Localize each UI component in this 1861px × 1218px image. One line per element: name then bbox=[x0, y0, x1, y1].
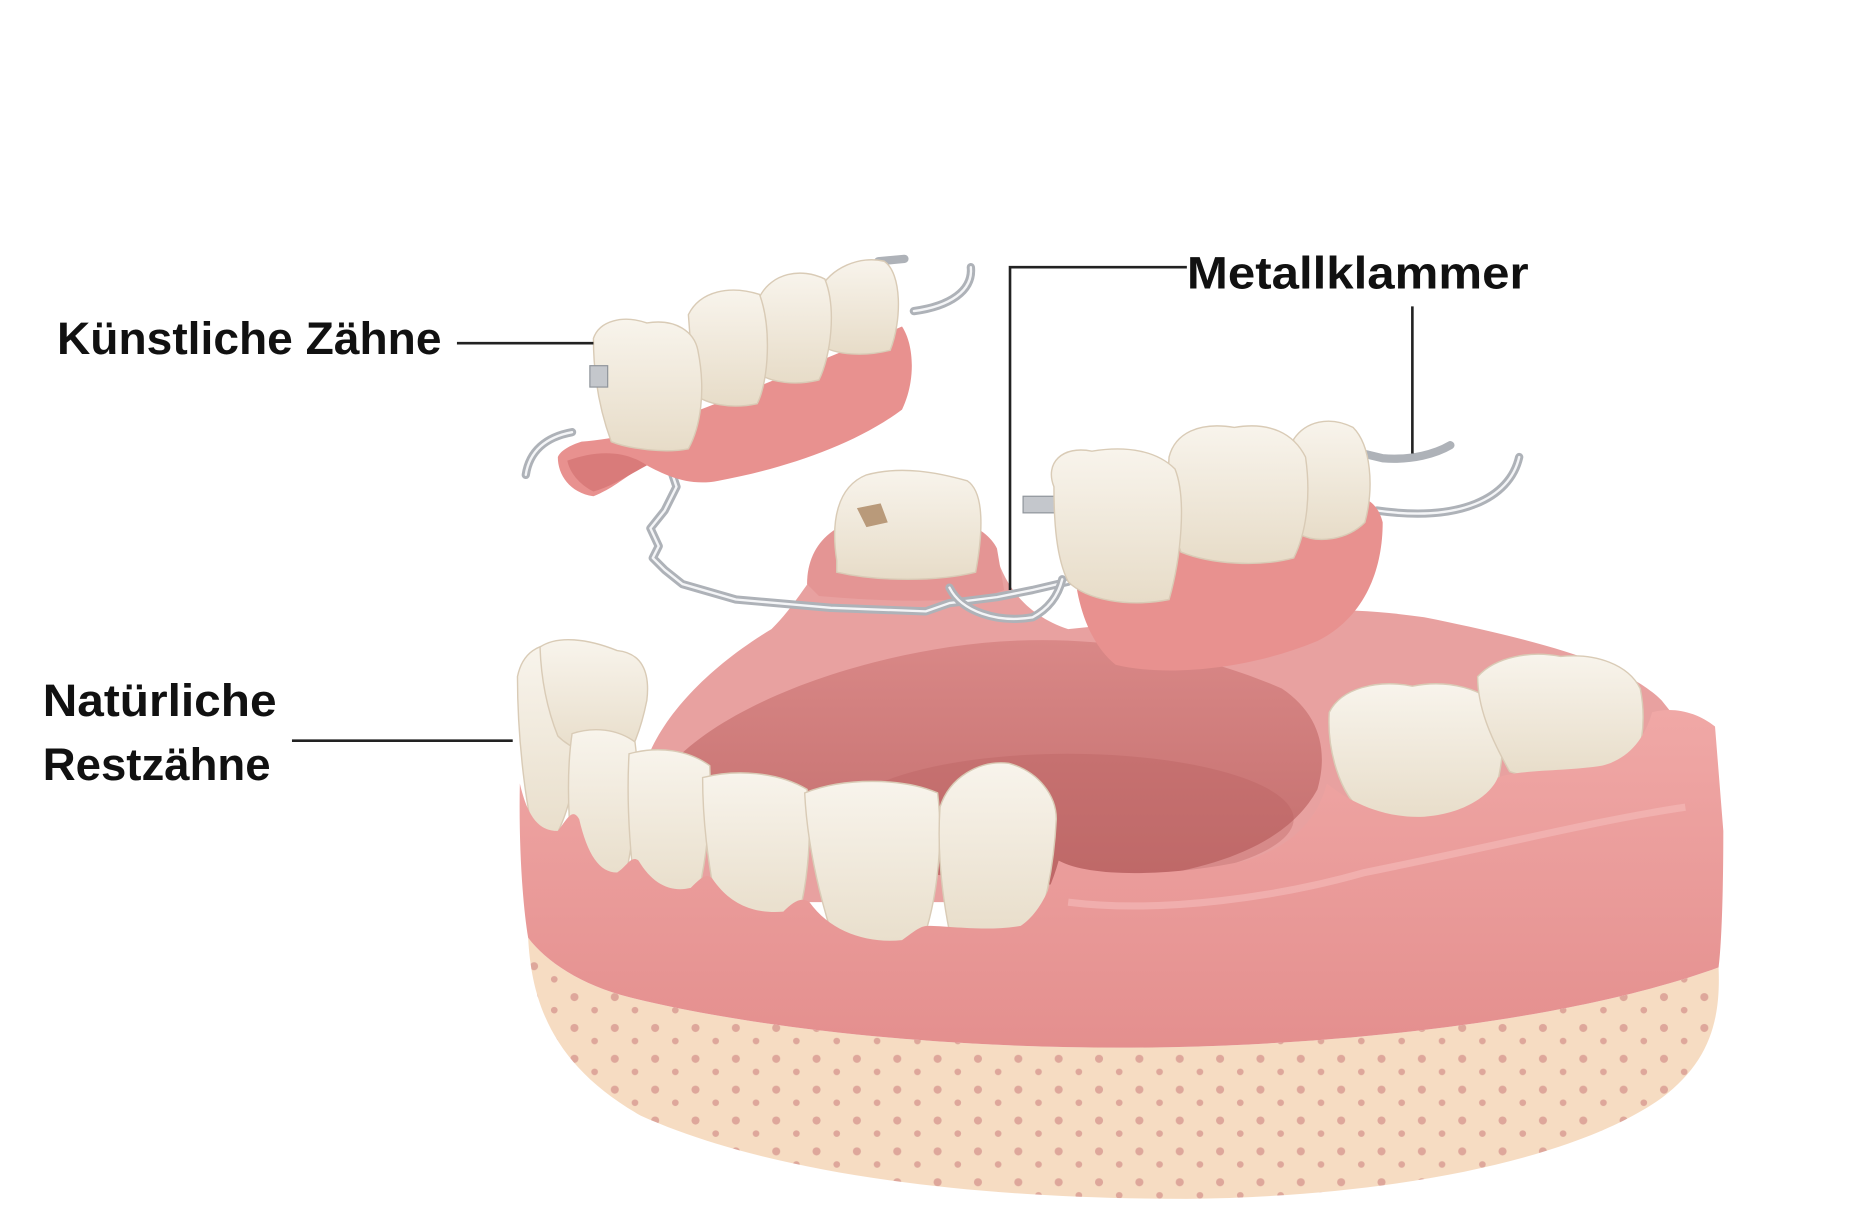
diagram-labels: Künstliche Zähne Metallklammer Natürlich… bbox=[43, 248, 1529, 790]
label-natural-teeth-line1: Natürliche bbox=[43, 675, 277, 726]
right-denture-section bbox=[1022, 420, 1524, 671]
gum-highlight bbox=[1067, 803, 1686, 910]
occlusal-rest bbox=[589, 365, 609, 388]
left-rear-clasp-highlight bbox=[912, 265, 973, 313]
artificial-molar-middle bbox=[1167, 425, 1309, 565]
right-clasp-highlight bbox=[1375, 455, 1521, 515]
left-denture-lingual-flange bbox=[567, 453, 647, 492]
artificial-premolar bbox=[687, 289, 769, 407]
artificial-premolar-front bbox=[1050, 448, 1183, 604]
right-clasp-arm-upper bbox=[1348, 441, 1455, 463]
left-clasp-highlight bbox=[524, 430, 574, 477]
artificial-molar bbox=[758, 272, 833, 384]
leader-line-metal-clasp-middle bbox=[1008, 265, 1187, 591]
front-gum bbox=[519, 709, 1724, 1048]
label-natural-teeth-line2: Restzähne bbox=[43, 739, 271, 790]
left-denture-section bbox=[521, 254, 976, 497]
middle-tooth-clasp-highlight bbox=[948, 578, 1064, 621]
natural-premolar bbox=[539, 638, 649, 761]
tooth-cavity-rest bbox=[856, 503, 888, 528]
right-clasp-arm-lower bbox=[1372, 452, 1524, 518]
middle-natural-tooth bbox=[834, 469, 982, 581]
artificial-premolar-front bbox=[592, 318, 703, 452]
jaw-bone-base bbox=[528, 937, 1719, 1199]
artificial-molar-rear bbox=[818, 259, 900, 355]
right-denture-base bbox=[1074, 496, 1383, 671]
denture-connector-bar bbox=[646, 464, 1073, 623]
major-connector-highlight bbox=[649, 467, 1070, 613]
label-artificial-teeth: Künstliche Zähne bbox=[57, 313, 442, 364]
label-metal-clasp: Metallklammer bbox=[1187, 248, 1529, 299]
